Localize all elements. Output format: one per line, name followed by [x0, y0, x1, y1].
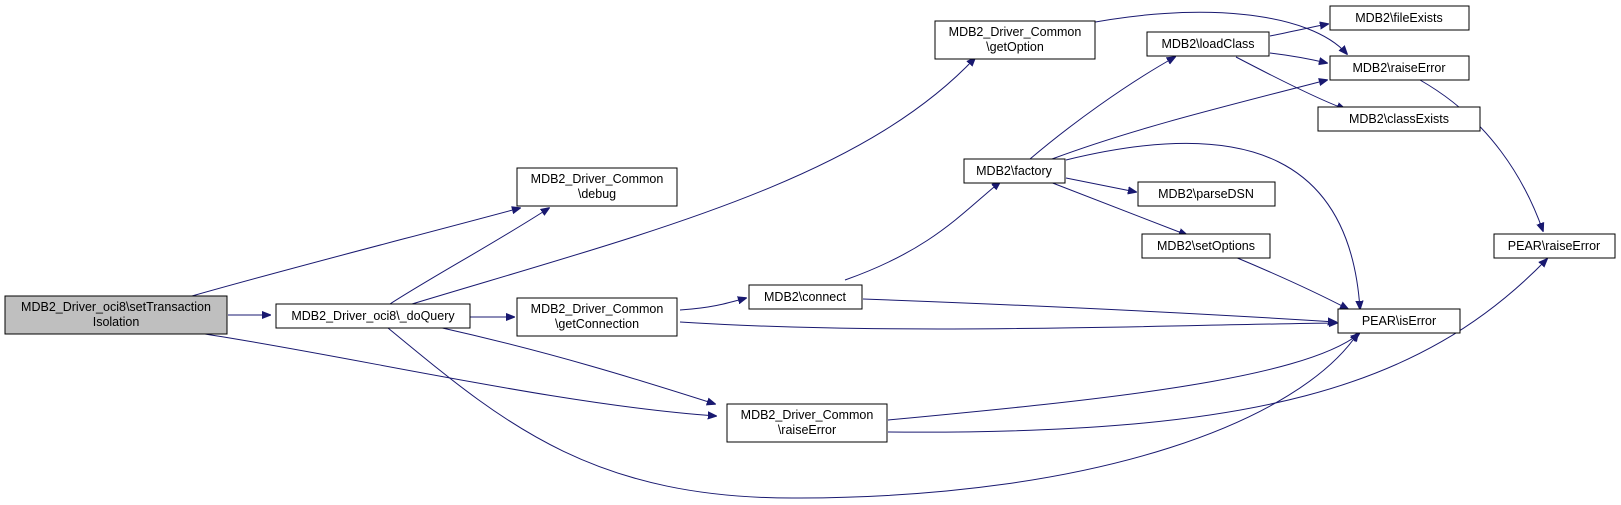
- node-parsedsn[interactable]: MDB2\parseDSN: [1137, 181, 1276, 207]
- edge-common-raiseerror-to-iserror: [887, 334, 1359, 421]
- edge-root-to-common-raiseerror: [204, 333, 716, 416]
- node-setoptions-line-1: MDB2\setOptions: [1157, 239, 1255, 253]
- edge-doquery-to-common-raiseerror: [437, 326, 715, 404]
- node-fileexists[interactable]: MDB2\fileExists: [1329, 5, 1470, 31]
- edge-getconnection-to-iserror: [679, 322, 1337, 330]
- edge-factory-to-setoptions: [1049, 181, 1187, 235]
- node-getconnection-line-1: MDB2_Driver_Common: [531, 302, 664, 316]
- node-getoption[interactable]: MDB2_Driver_Common \getOption: [934, 20, 1096, 60]
- node-common-raiseerror-line-1: MDB2_Driver_Common: [741, 408, 874, 422]
- node-doquery-line-1: MDB2_Driver_oci8\_doQuery: [291, 309, 455, 323]
- edge-loadclass-to-fileexists: [1269, 24, 1328, 37]
- node-getoption-line-1: MDB2_Driver_Common: [949, 25, 1082, 39]
- node-getconnection[interactable]: MDB2_Driver_Common \getConnection: [516, 297, 678, 337]
- edge-getoption-to-mdb2-raiseerror: [1073, 11, 1347, 54]
- node-loadclass-line-1: MDB2\loadClass: [1161, 37, 1254, 51]
- node-root-line-1: MDB2_Driver_oci8\setTransaction: [21, 300, 211, 314]
- node-classexists[interactable]: MDB2\classExists: [1317, 106, 1481, 132]
- edge-factory-to-mdb2-raiseerror: [1051, 80, 1327, 160]
- edge-connect-to-iserror: [862, 298, 1336, 322]
- edge-doquery-to-getoption: [411, 58, 975, 305]
- node-debug-line-2: \debug: [578, 187, 616, 201]
- edge-loadclass-to-classexists: [1235, 56, 1345, 109]
- node-common-raiseerror[interactable]: MDB2_Driver_Common \raiseError: [726, 403, 888, 443]
- node-fileexists-line-1: MDB2\fileExists: [1355, 11, 1443, 25]
- node-pear-raiseerror[interactable]: PEAR\raiseError: [1493, 233, 1616, 259]
- node-debug[interactable]: MDB2_Driver_Common \debug: [516, 167, 678, 207]
- node-getconnection-line-2: \getConnection: [555, 317, 639, 331]
- node-factory[interactable]: MDB2\factory: [963, 158, 1066, 184]
- edge-getconnection-to-connect: [679, 298, 746, 311]
- node-setoptions[interactable]: MDB2\setOptions: [1141, 233, 1271, 259]
- node-root[interactable]: MDB2_Driver_oci8\setTransaction Isolatio…: [4, 295, 228, 335]
- node-getoption-line-2: \getOption: [986, 40, 1044, 54]
- node-connect[interactable]: MDB2\connect: [748, 284, 863, 310]
- edge-connect-to-factory: [844, 182, 1000, 281]
- node-iserror[interactable]: PEAR\isError: [1337, 308, 1461, 334]
- edge-doquery-to-debug: [389, 208, 549, 305]
- edge-factory-to-parsedsn: [1065, 177, 1136, 192]
- node-common-raiseerror-line-2: \raiseError: [778, 423, 836, 437]
- node-factory-line-1: MDB2\factory: [976, 164, 1052, 178]
- edge-common-raiseerror-to-pear-raiseerror: [887, 259, 1547, 433]
- node-connect-line-1: MDB2\connect: [764, 290, 847, 304]
- edge-factory-to-loadclass: [1029, 57, 1175, 160]
- node-doquery[interactable]: MDB2_Driver_oci8\_doQuery: [275, 303, 471, 329]
- node-iserror-line-1: PEAR\isError: [1362, 314, 1436, 328]
- node-root-line-2: Isolation: [93, 315, 140, 329]
- node-debug-line-1: MDB2_Driver_Common: [531, 172, 664, 186]
- node-parsedsn-line-1: MDB2\parseDSN: [1158, 187, 1254, 201]
- node-classexists-line-1: MDB2\classExists: [1349, 112, 1449, 126]
- edge-doquery-to-iserror: [387, 327, 1358, 499]
- node-pear-raiseerror-line-1: PEAR\raiseError: [1508, 239, 1600, 253]
- node-loadclass[interactable]: MDB2\loadClass: [1146, 31, 1270, 57]
- edge-mdb2-raiseerror-to-pear-raiseerror: [1419, 79, 1543, 231]
- edge-loadclass-to-mdb2-raiseerror: [1269, 52, 1327, 63]
- node-mdb2-raiseerror[interactable]: MDB2\raiseError: [1329, 55, 1470, 81]
- edge-setoptions-to-iserror: [1234, 256, 1348, 309]
- node-mdb2-raiseerror-line-1: MDB2\raiseError: [1352, 61, 1445, 75]
- edge-root-to-debug: [191, 208, 520, 297]
- edge-factory-to-iserror: [1065, 142, 1360, 309]
